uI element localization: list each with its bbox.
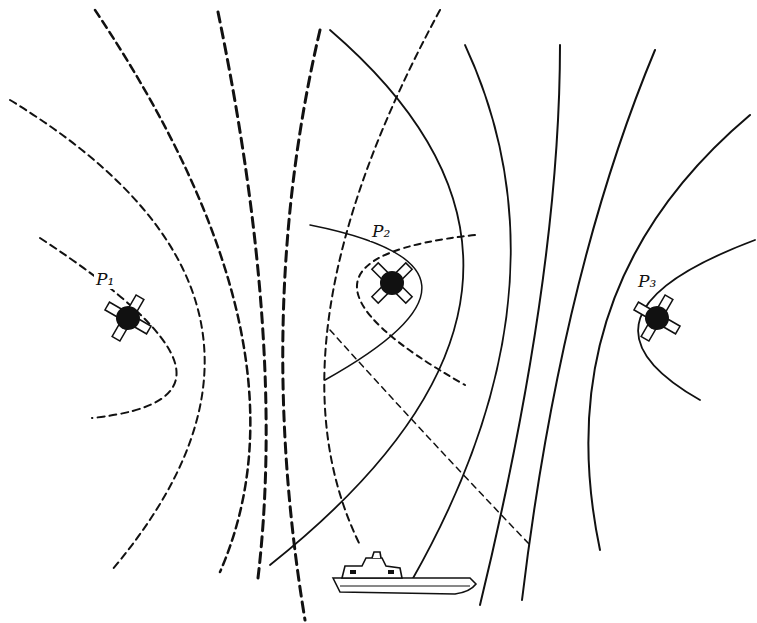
ship-hull bbox=[333, 578, 476, 594]
hyperbola bbox=[638, 240, 755, 400]
ship-stripe bbox=[340, 586, 470, 587]
hyperbola bbox=[522, 50, 655, 600]
stations bbox=[95, 249, 690, 351]
ship-funnel bbox=[372, 552, 381, 558]
hyperbola bbox=[310, 225, 422, 380]
hyperbola bbox=[480, 45, 560, 605]
hyperbola bbox=[40, 238, 177, 418]
hyperbola bbox=[588, 115, 750, 550]
station-label: P₂ bbox=[370, 222, 392, 241]
station-symbol bbox=[95, 285, 161, 351]
station-symbol bbox=[624, 285, 690, 351]
hyperbola bbox=[330, 330, 530, 545]
hyperbola bbox=[270, 30, 463, 565]
dashed-hyperbolas bbox=[10, 10, 530, 620]
hyperbola bbox=[10, 100, 205, 570]
ship bbox=[333, 552, 476, 594]
ship-superstructure bbox=[342, 558, 402, 578]
station-symbol bbox=[358, 249, 426, 317]
hyperbola bbox=[283, 30, 320, 620]
station-label: P₁ bbox=[94, 270, 116, 289]
hyperbola bbox=[357, 235, 475, 385]
hyperbola bbox=[324, 10, 440, 545]
solid-hyperbolas bbox=[270, 30, 755, 605]
hyperbola bbox=[412, 45, 511, 580]
hyperbola bbox=[218, 12, 266, 578]
hyperbola bbox=[95, 10, 250, 572]
station-label: P₃ bbox=[636, 272, 658, 291]
